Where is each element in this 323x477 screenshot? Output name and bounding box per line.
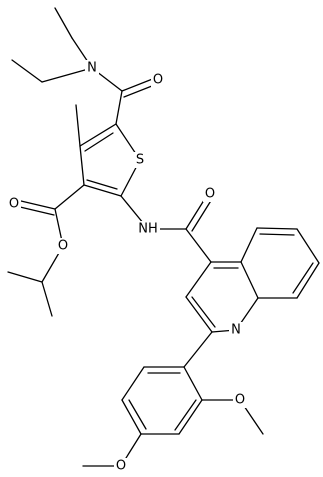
bond [178,399,203,435]
atom-thiophene-s: S [133,152,147,168]
bond [79,145,85,186]
atom-ester-o-carbonyl: O [7,196,21,212]
atom-methoxy-o-para: O [114,458,128,474]
atom-ester-o-alkoxy: O [56,238,70,254]
bond [41,67,93,83]
bond [121,77,156,92]
bond [121,366,145,401]
bond [191,198,213,232]
bond [185,296,213,333]
bond [75,104,81,147]
bond [115,90,123,125]
bond [19,206,55,216]
bond [41,281,53,317]
atom-label: O [205,187,215,202]
bond [128,399,147,430]
bond [7,271,43,283]
atom-methoxy-o-ortho: O [233,392,247,408]
bond-layer [7,7,320,467]
bond [240,227,258,263]
bond [183,366,203,401]
bond [185,261,212,298]
atom-label: O [58,239,68,254]
bond [11,59,43,83]
bond [83,184,122,197]
bond [256,227,298,230]
atom-label: N [231,323,241,338]
bond [185,228,212,263]
bond [20,200,56,210]
bond [121,399,142,435]
atom-amide-o-quinoline: O [203,186,217,202]
atom-label: O [116,459,126,474]
atom-label: S [136,153,144,168]
atom-amide-n: N [85,60,99,76]
bond [54,7,73,39]
atom-label: NH [138,222,158,237]
bond [296,228,320,264]
bond [174,399,197,431]
bond [259,233,295,236]
bond [292,262,314,294]
atom-label: O [153,73,163,88]
bond [296,262,320,299]
bond [54,184,85,210]
atom-amide-o-top: O [151,72,165,88]
bond [84,132,114,152]
atom-label: O [235,393,245,408]
bond [86,179,118,190]
atom-label-layer: N O S O O NH O N [7,60,247,474]
bond [185,196,207,230]
atom-label: O [9,197,19,212]
atom-quinoline-n: N [229,322,243,338]
bond [79,123,117,147]
bond [183,331,213,368]
bond [191,296,216,328]
atom-label: N [87,61,97,76]
bond [240,261,259,299]
atom-amide-nh: NH [136,221,160,237]
